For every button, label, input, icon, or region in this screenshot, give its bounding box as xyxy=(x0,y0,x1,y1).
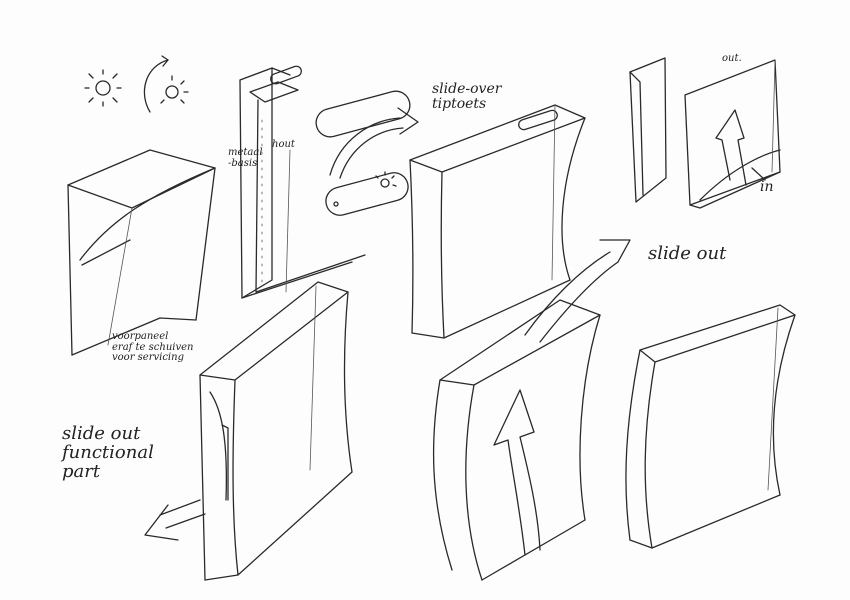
annotation-slide-out: slide out xyxy=(648,243,727,264)
arrow-down-left-icon xyxy=(144,499,206,541)
open-box-sketch xyxy=(67,149,216,356)
top-right-open-box-sketch xyxy=(684,59,781,209)
annotation-out: out. xyxy=(722,53,742,64)
slide-controls-sketch xyxy=(315,90,411,216)
sun-icon xyxy=(84,69,122,107)
annotation-in: in xyxy=(760,179,774,195)
annotation-slide-out-functional-part: slide out functional part xyxy=(62,423,154,482)
annotation-voorpaneel: voorpaneel eraf te schuiven voor servici… xyxy=(112,331,194,363)
annotation-hout: hout xyxy=(272,139,295,150)
annotation-metaal-basis: metaal -basis xyxy=(228,147,263,169)
box-with-slot-sketch xyxy=(409,104,586,339)
annotation-slide-over-tiptoets: slide-over tiptoets xyxy=(432,81,502,112)
top-right-panel-sketch xyxy=(629,57,667,203)
arrow-up-icon xyxy=(493,389,541,556)
curved-box-sketch xyxy=(432,299,601,581)
arrow-right-icon xyxy=(329,107,419,179)
arrow-up-icon xyxy=(524,239,631,343)
arrow-up-icon xyxy=(715,109,766,186)
sun-rotate-icon xyxy=(143,55,189,113)
bottom-right-box-sketch xyxy=(625,304,796,549)
bottom-left-box-sketch xyxy=(199,281,353,581)
tall-panel-sketch xyxy=(239,65,366,299)
